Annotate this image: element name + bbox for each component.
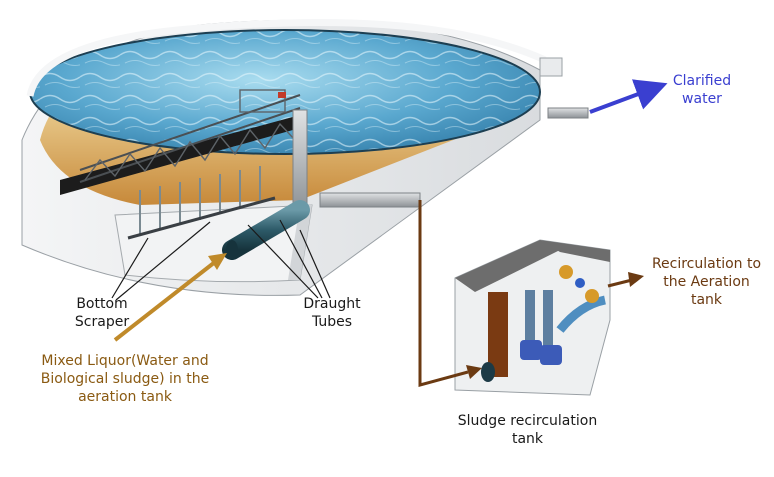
clarified-outlet-pipe [547, 107, 589, 119]
mixed-liquor-arrow [113, 253, 227, 342]
label-clarified-water: Clarified water [672, 73, 732, 107]
inlet-pipe [222, 200, 310, 260]
sludge-withdrawal-pipe [319, 192, 421, 208]
recirculation-arrow [607, 272, 644, 288]
leader-lines [111, 219, 331, 301]
label-draught-tubes: Draught Tubes [303, 296, 361, 330]
scraper-bridge [60, 89, 308, 240]
label-bottom-scraper: Bottom Scraper [74, 296, 130, 330]
label-sludge-tank: Sludge recirculation tank [457, 413, 598, 447]
label-mixed-liquor: Mixed Liquor(Water and Biological sludge… [40, 353, 210, 405]
clarified-water-arrow [589, 79, 668, 114]
sludge-recirculation-tank [454, 239, 611, 396]
sludge-flow-arrow [418, 200, 482, 387]
label-recirculation: Recirculation to the Aeration tank [651, 256, 762, 308]
center-column [292, 109, 308, 211]
